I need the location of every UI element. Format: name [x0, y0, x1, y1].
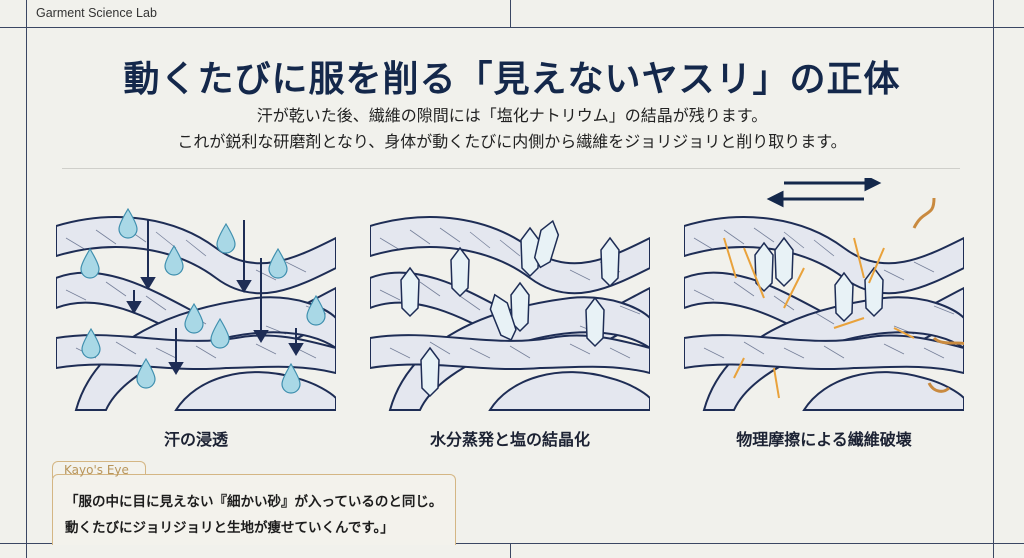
panel-label: 水分蒸発と塩の結晶化 [429, 430, 590, 449]
grid-line [993, 0, 994, 558]
panel-friction-damage [683, 174, 976, 413]
callout-tab [52, 461, 146, 478]
panel-label: 汗の浸透 [163, 430, 228, 449]
friction-fiber-damage-icon [683, 174, 976, 411]
panel-sweat-penetration [55, 178, 337, 413]
page-title: 動くたびに服を削る「見えないヤスリ」の正体 [123, 59, 901, 100]
panel-label: 物理摩擦による繊維破壊 [736, 430, 912, 449]
grid-line [510, 0, 511, 27]
grid-line [0, 543, 1024, 544]
subtitle-line-2: これが鋭利な研磨剤となり、身体が動くたびに内側から繊維をジョリジョリと削り取りま… [177, 132, 847, 151]
brand-label: Garment Science Lab [36, 6, 157, 20]
callout-line-1: 「服の中に目に見えない『細かい砂』が入っているのと同じ。 [65, 494, 443, 510]
kayos-eye-callout [52, 474, 456, 545]
subtitle-line-1: 汗が乾いた後、繊維の隙間には「塩化ナトリウム」の結晶が残ります。 [256, 106, 768, 125]
divider [62, 168, 960, 169]
panel-salt-crystallization [369, 178, 651, 413]
grid-line [26, 0, 27, 558]
callout-title: Kayo's Eye [64, 463, 129, 477]
grid-line [0, 27, 1024, 28]
grid-line [510, 543, 511, 558]
callout-text: 「服の中に目に見えない『細かい砂』が入っているのと同じ。 動くたびにジョリジョリ… [65, 489, 442, 541]
sweat-drops-on-fibers-icon [55, 208, 337, 411]
callout-line-2: 動くたびにジョリジョリと生地が痩せていくんです。」 [65, 520, 394, 536]
salt-crystals-in-fibers-icon [369, 216, 651, 411]
